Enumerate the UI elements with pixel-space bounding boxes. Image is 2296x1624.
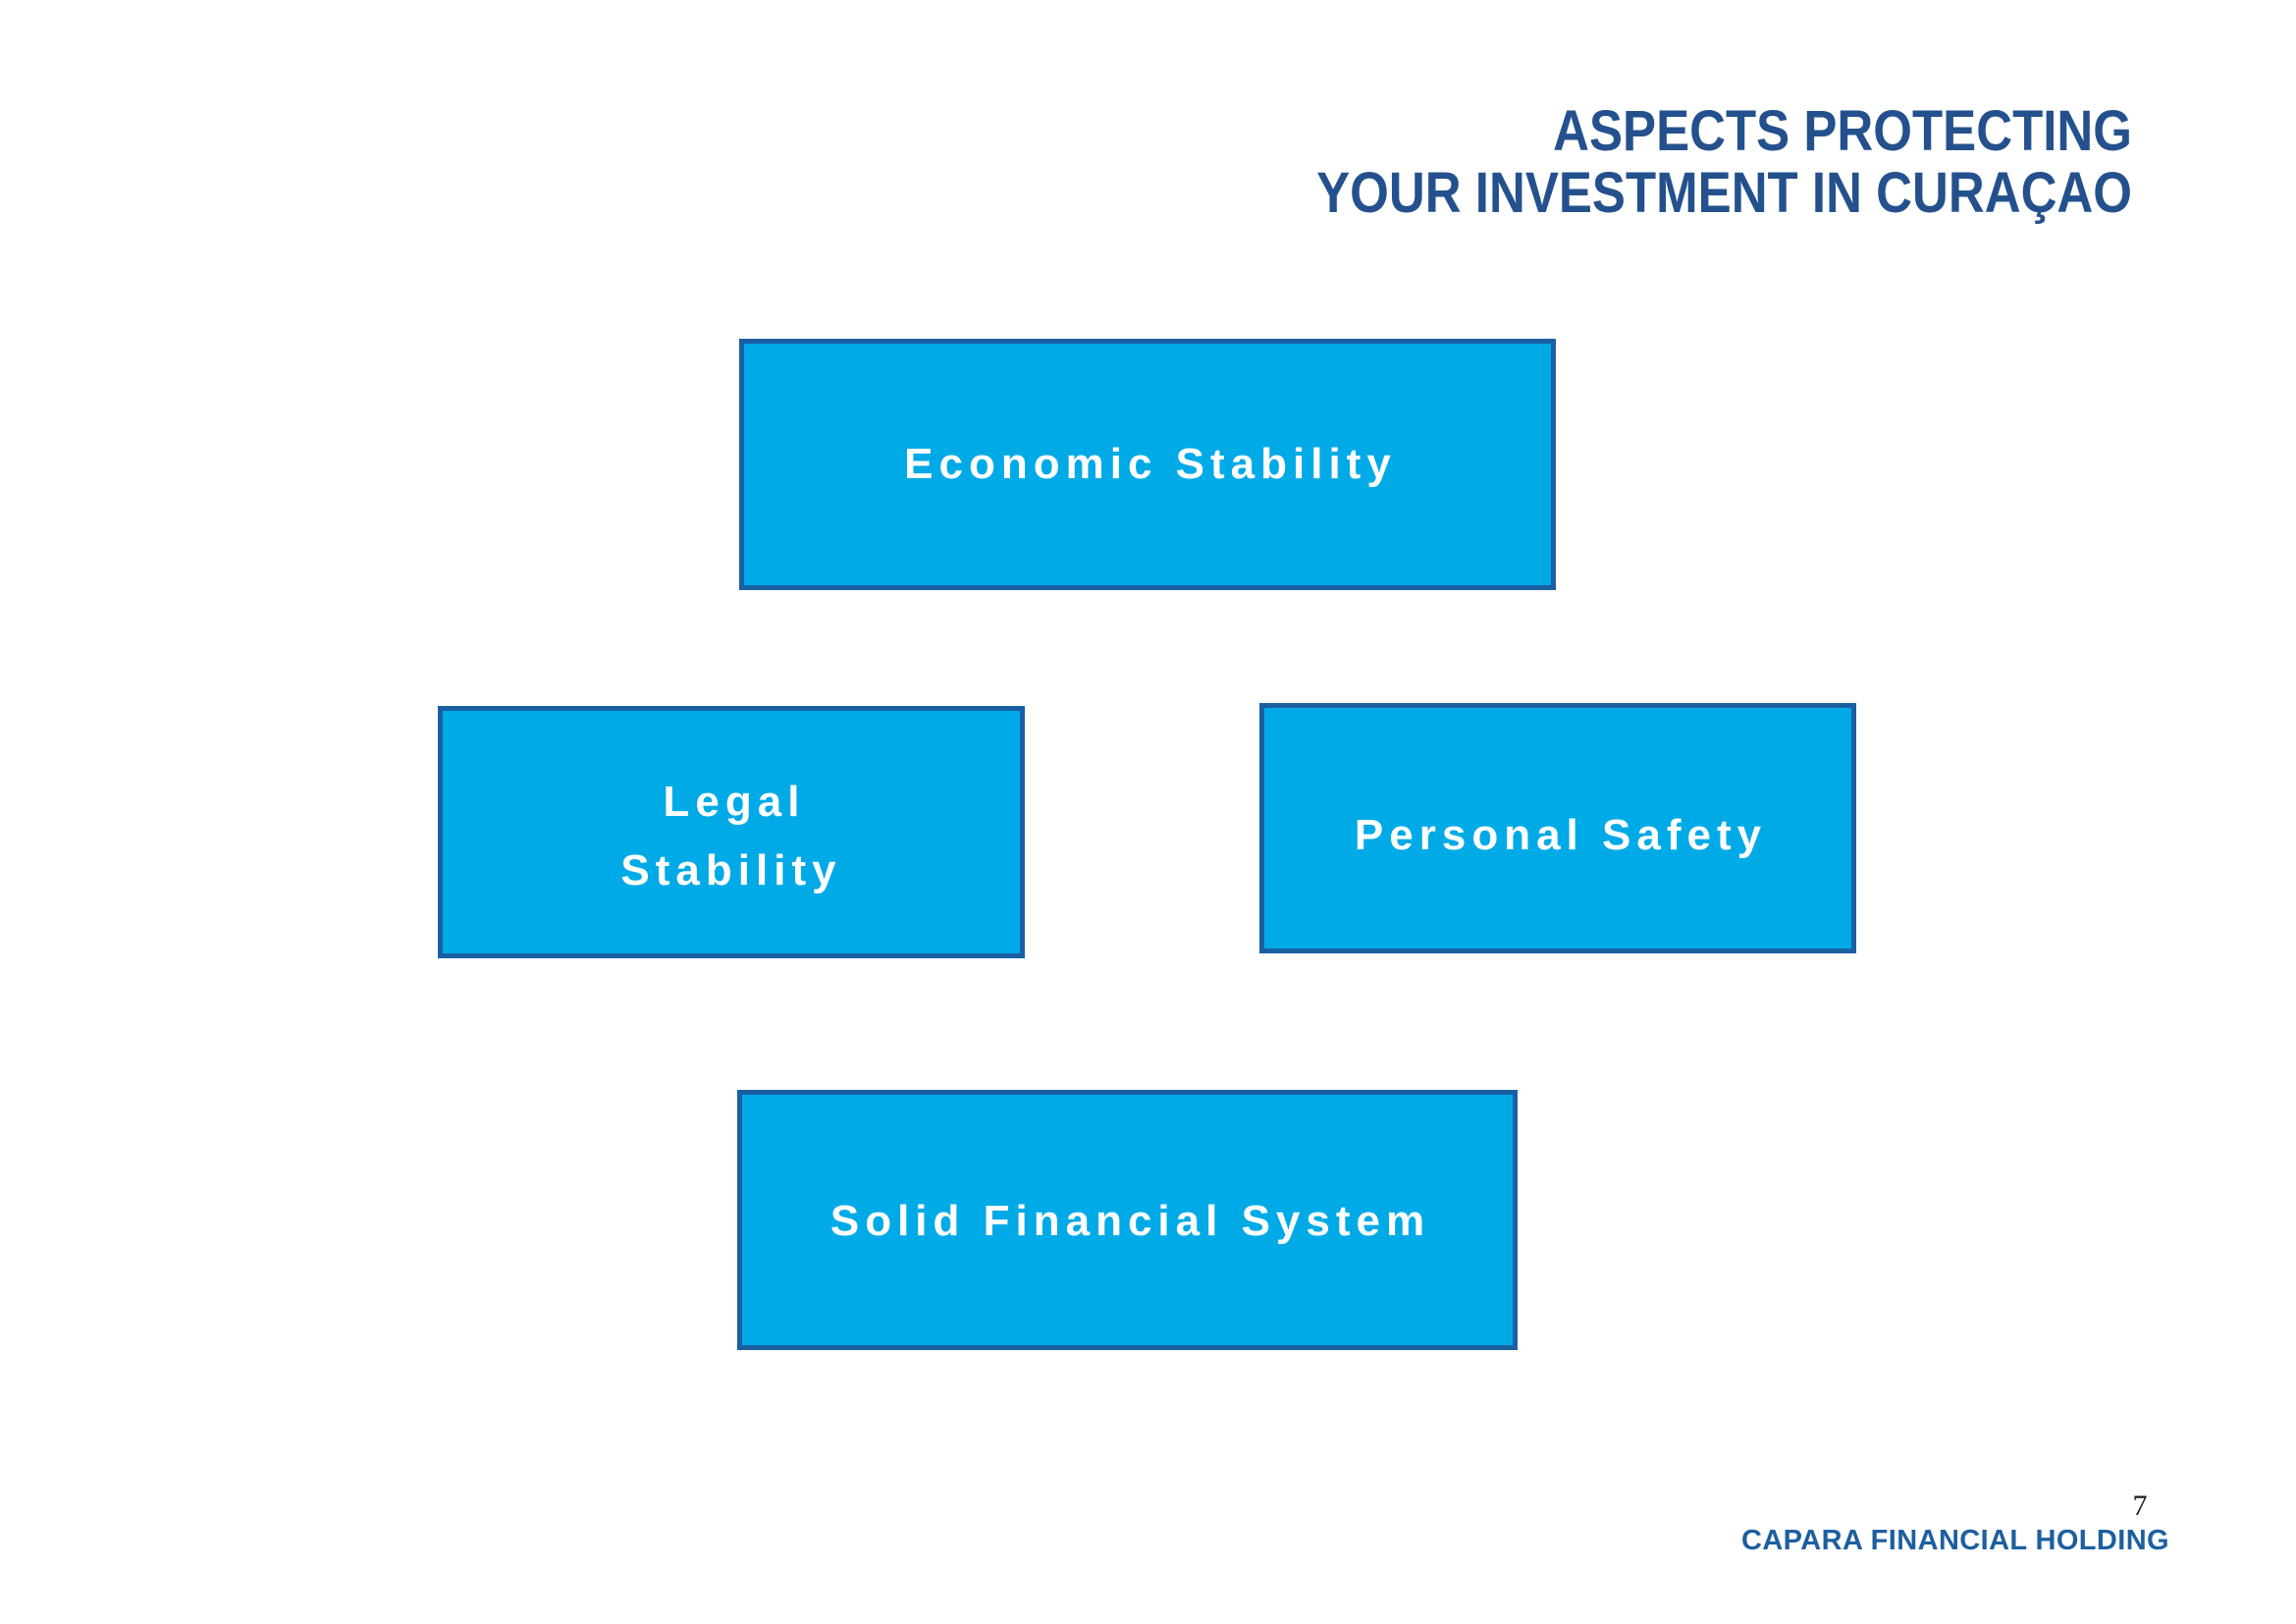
diagram-box-label: Legal Stability — [620, 777, 842, 894]
diagram-box-personal-safety[interactable]: Personal Safety — [1259, 703, 1856, 953]
page-title: ASPECTS PROTECTING YOUR INVESTMENT IN CU… — [1189, 100, 2132, 224]
diagram-box-legal-stability[interactable]: Legal Stability — [438, 706, 1025, 958]
page-title-line-2: YOUR INVESTMENT IN CURAÇAO — [1316, 161, 2132, 225]
footer-brand: CAPARA FINANCIAL HOLDING — [1741, 1525, 2169, 1556]
diagram-box-economic-stability[interactable]: Economic Stability — [739, 339, 1556, 590]
diagram-box-label: Economic Stability — [904, 440, 1397, 488]
page-number: 7 — [2132, 1489, 2148, 1522]
page-title-line-1: ASPECTS PROTECTING — [1553, 99, 2132, 163]
diagram-box-solid-financial-system[interactable]: Solid Financial System — [737, 1090, 1518, 1350]
diagram-box-label: Solid Financial System — [829, 1196, 1431, 1245]
diagram-box-label: Personal Safety — [1354, 810, 1768, 859]
